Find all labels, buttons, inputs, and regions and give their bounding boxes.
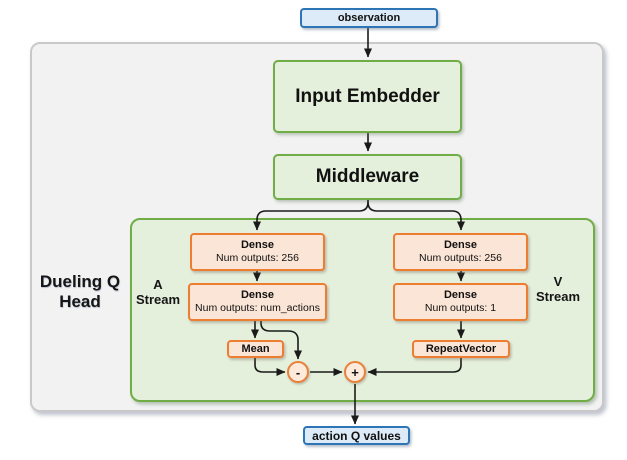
dense-subtitle: Num outputs: 1 — [424, 302, 497, 315]
middleware-node: Middleware — [273, 154, 462, 200]
dense-subtitle: Num outputs: 256 — [216, 252, 299, 265]
dense-title: Dense — [443, 239, 477, 252]
repeat-vector-node: RepeatVector — [412, 340, 510, 358]
dense-title: Dense — [443, 289, 477, 302]
plus-symbol: + — [351, 364, 359, 380]
dense-subtitle: Num outputs: 256 — [419, 252, 502, 265]
repeat-vector-label: RepeatVector — [425, 343, 497, 355]
input-embedder-label: Input Embedder — [295, 85, 440, 107]
a-stream-label: A Stream — [135, 277, 181, 307]
middleware-label: Middleware — [315, 166, 420, 187]
observation-node: observation — [300, 8, 438, 28]
mean-label: Mean — [241, 343, 270, 355]
minus-symbol: - — [295, 364, 301, 380]
a-stream-dense-2: Dense Num outputs: num_actions — [188, 283, 327, 321]
a-stream-dense-1: Dense Num outputs: 256 — [190, 233, 325, 271]
v-stream-dense-1: Dense Num outputs: 256 — [393, 233, 528, 271]
dueling-q-head-label: Dueling Q Head — [39, 272, 121, 311]
action-q-values-node: action Q values — [303, 426, 410, 445]
v-stream-label: V Stream — [535, 274, 581, 304]
dense-title: Dense — [240, 239, 274, 252]
observation-label: observation — [337, 12, 401, 24]
dense-subtitle: Num outputs: num_actions — [195, 302, 320, 315]
add-junction: + — [344, 361, 366, 383]
v-stream-dense-2: Dense Num outputs: 1 — [393, 283, 528, 321]
input-embedder-node: Input Embedder — [273, 60, 462, 133]
mean-node: Mean — [227, 340, 284, 358]
dense-title: Dense — [240, 289, 275, 302]
action-q-values-label: action Q values — [312, 428, 401, 443]
subtract-junction: - — [287, 361, 309, 383]
